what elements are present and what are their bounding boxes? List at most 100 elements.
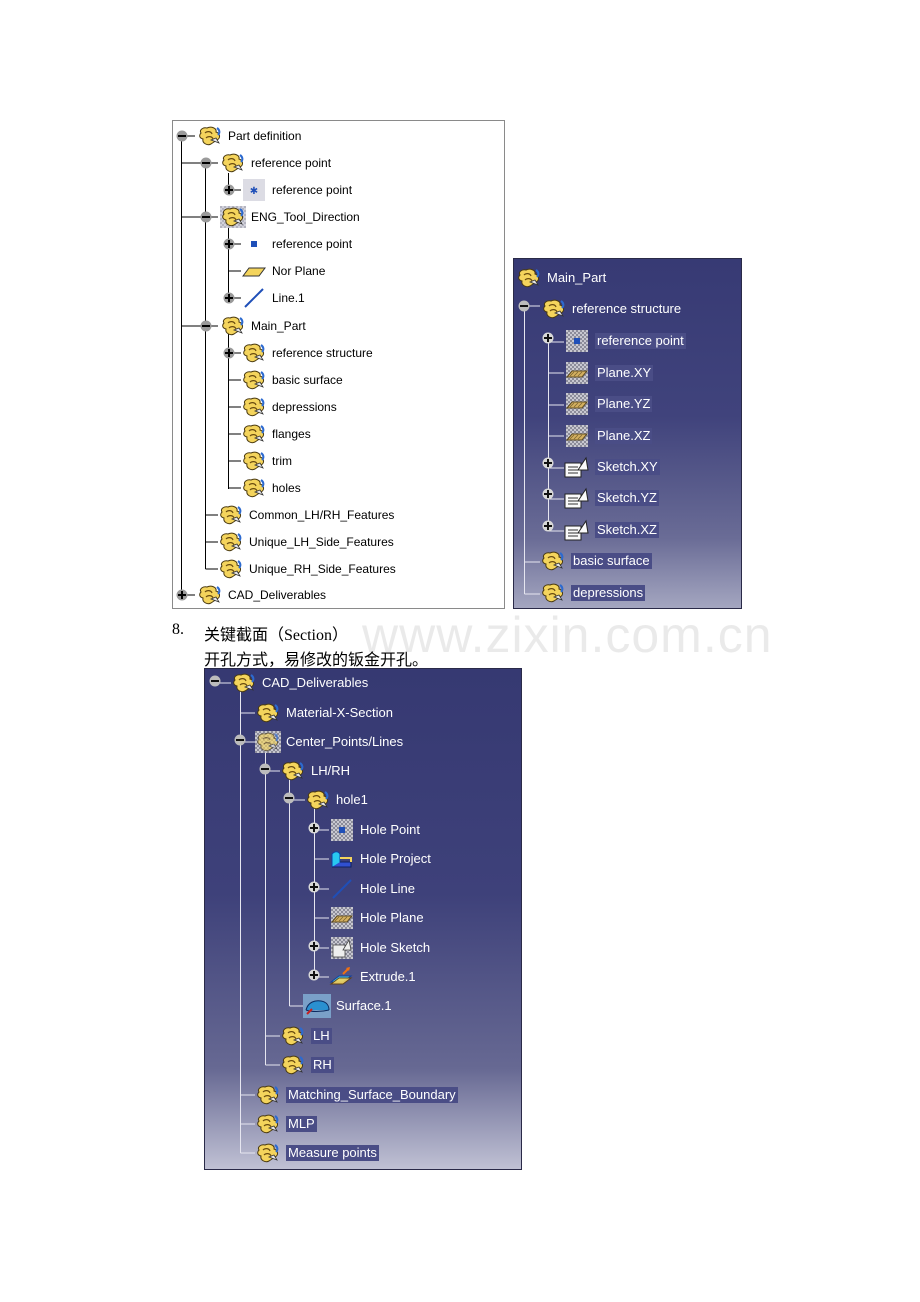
collapse-toggle-icon[interactable]	[200, 157, 212, 169]
tree-node-hole-point[interactable]: Hole Point	[329, 819, 420, 841]
tree-node-center-points-lines[interactable]: Center_Points/Lines	[255, 731, 403, 753]
collapse-toggle-icon[interactable]	[200, 211, 212, 223]
tree-node-sketch-yz[interactable]: Sketch.YZ	[564, 487, 659, 509]
expand-toggle-icon[interactable]	[223, 347, 235, 359]
node-label: Unique_LH_Side_Features	[249, 535, 394, 549]
geometrical-set-icon	[241, 342, 267, 364]
geometrical-set-icon	[280, 1054, 306, 1076]
tree-node-reference-structure[interactable]: reference structure	[241, 342, 373, 364]
tree-node-hole-line[interactable]: Hole Line	[329, 878, 415, 900]
collapse-toggle-icon[interactable]	[200, 320, 212, 332]
tree-node-hole-sketch[interactable]: Hole Sketch	[329, 937, 430, 959]
node-label: depressions	[272, 400, 337, 414]
tree-node-hole-project[interactable]: Hole Project	[329, 848, 431, 870]
node-label: depressions	[571, 585, 646, 601]
tree-node-matching-surface-boundary[interactable]: Matching_Surface_Boundary	[255, 1084, 458, 1106]
tree-node-line-1[interactable]: Line.1	[241, 287, 305, 309]
tree-node-unique-lh-features[interactable]: Unique_LH_Side_Features	[218, 531, 394, 553]
expand-toggle-icon[interactable]	[542, 332, 554, 344]
expand-toggle-icon[interactable]	[542, 520, 554, 532]
expand-toggle-icon[interactable]	[308, 969, 320, 981]
tree-node-measure-points[interactable]: Measure points	[255, 1142, 379, 1164]
node-label: Material-X-Section	[286, 705, 393, 720]
tree-node-holes[interactable]: holes	[241, 477, 301, 499]
tree-node-common-features[interactable]: Common_LH/RH_Features	[218, 504, 394, 526]
surface-icon	[303, 994, 331, 1018]
geometrical-set-icon	[516, 267, 542, 289]
specification-tree-part-definition: Part definition reference point referenc…	[172, 120, 505, 609]
tree-node-plane-xz[interactable]: Plane.XZ	[564, 425, 653, 447]
expand-toggle-icon[interactable]	[542, 457, 554, 469]
collapse-toggle-icon[interactable]	[283, 792, 295, 804]
tree-node-reference-point[interactable]: reference point	[241, 233, 352, 255]
tree-node-reference-point[interactable]: reference point	[564, 330, 686, 352]
plane-icon	[241, 260, 267, 282]
tree-node-unique-rh-features[interactable]: Unique_RH_Side_Features	[218, 558, 396, 580]
expand-toggle-icon[interactable]	[308, 940, 320, 952]
collapse-toggle-icon[interactable]	[209, 675, 221, 687]
expand-toggle-icon[interactable]	[176, 589, 188, 601]
collapse-toggle-icon[interactable]	[259, 763, 271, 775]
node-label: basic surface	[272, 373, 343, 387]
tree-node-main-part[interactable]: Main_Part	[220, 315, 306, 337]
tree-node-hole1[interactable]: hole1	[305, 789, 368, 811]
tree-node-surface-1[interactable]: Surface.1	[303, 995, 392, 1017]
collapse-toggle-icon[interactable]	[234, 734, 246, 746]
node-label: Nor Plane	[272, 264, 326, 278]
tree-node-material-x-section[interactable]: Material-X-Section	[255, 702, 393, 724]
tree-node-reference-point[interactable]: reference point	[241, 179, 352, 201]
tree-node-depressions[interactable]: depressions	[540, 582, 646, 604]
geometrical-set-icon	[241, 450, 267, 472]
tree-node-eng-tool-direction[interactable]: ENG_Tool_Direction	[220, 206, 360, 228]
sketch-icon	[564, 519, 590, 541]
node-label: Center_Points/Lines	[286, 734, 404, 749]
specification-tree-main-part: Main_Part reference structure reference …	[513, 258, 742, 609]
expand-toggle-icon[interactable]	[308, 822, 320, 834]
tree-node-sketch-xz[interactable]: Sketch.XZ	[564, 519, 659, 541]
sketch-icon	[564, 456, 590, 478]
node-label: reference point	[272, 237, 353, 251]
tree-node-flanges[interactable]: flanges	[241, 423, 311, 445]
tree-node-sketch-xy[interactable]: Sketch.XY	[564, 456, 660, 478]
tree-node-trim[interactable]: trim	[241, 450, 292, 472]
node-label: Main_Part	[251, 319, 306, 333]
section-subtitle: 开孔方式，易修改的钣金开孔。	[204, 652, 429, 669]
tree-node-lh[interactable]: LH	[280, 1025, 332, 1047]
collapse-toggle-icon[interactable]	[176, 130, 188, 142]
tree-node-cad-deliverables[interactable]: CAD_Deliverables	[231, 672, 368, 694]
extrude-icon	[329, 966, 355, 988]
node-label: Plane.YZ	[595, 396, 653, 412]
tree-node-hole-plane[interactable]: Hole Plane	[329, 907, 424, 929]
tree-node-depressions[interactable]: depressions	[241, 396, 337, 418]
tree-node-cad-deliverables[interactable]: CAD_Deliverables	[197, 584, 326, 606]
node-label: Main_Part	[547, 270, 607, 285]
expand-toggle-icon[interactable]	[223, 184, 235, 196]
expand-toggle-icon[interactable]	[223, 292, 235, 304]
expand-toggle-icon[interactable]	[542, 488, 554, 500]
geometrical-set-icon	[255, 1084, 281, 1106]
geometrical-set-icon	[197, 584, 223, 606]
tree-node-plane-xy[interactable]: Plane.XY	[564, 362, 654, 384]
node-label: trim	[272, 454, 292, 468]
tree-node-main-part[interactable]: Main_Part	[516, 267, 606, 289]
tree-node-part-definition[interactable]: Part definition	[197, 125, 301, 147]
tree-node-basic-surface[interactable]: basic surface	[241, 369, 343, 391]
section-number: 8.	[172, 621, 184, 638]
tree-node-reference-structure[interactable]: reference structure	[541, 298, 681, 320]
collapse-toggle-icon[interactable]	[518, 300, 530, 312]
tree-node-rh[interactable]: RH	[280, 1054, 334, 1076]
tree-node-basic-surface[interactable]: basic surface	[540, 550, 652, 572]
node-label: Hole Sketch	[360, 940, 431, 955]
tree-node-lh-rh[interactable]: LH/RH	[280, 760, 350, 782]
tree-node-reference-point-set[interactable]: reference point	[220, 152, 331, 174]
expand-toggle-icon[interactable]	[223, 238, 235, 250]
tree-node-nor-plane[interactable]: Nor Plane	[241, 260, 325, 282]
node-label: reference point	[251, 156, 332, 170]
node-label: Hole Point	[360, 822, 420, 837]
expand-toggle-icon[interactable]	[308, 881, 320, 893]
node-label: Plane.XY	[595, 365, 654, 381]
node-label: hole1	[336, 792, 368, 807]
tree-node-mlp[interactable]: MLP	[255, 1113, 317, 1135]
tree-node-plane-yz[interactable]: Plane.YZ	[564, 393, 653, 415]
tree-node-extrude-1[interactable]: Extrude.1	[329, 966, 416, 988]
